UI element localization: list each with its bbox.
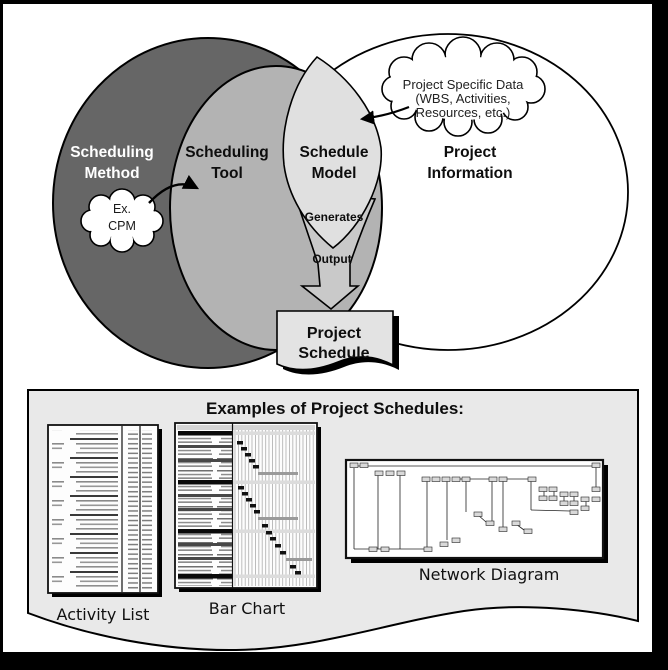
network-diagram-caption: Network Diagram	[419, 565, 560, 584]
scheduling-tool-label-line1: Scheduling	[185, 144, 269, 161]
venn-diagram: Scheduling Method Scheduling Tool Schedu…	[52, 33, 629, 369]
scheduling-tool-label-line2: Tool	[211, 165, 243, 182]
examples-title: Examples of Project Schedules:	[206, 399, 464, 418]
data-cloud-line1: Project Specific Data	[403, 77, 524, 92]
cpm-cloud-body	[82, 190, 162, 251]
schedule-model-label-line1: Schedule	[300, 144, 369, 161]
activity-list-textlines	[52, 430, 118, 589]
cpm-cloud-line1: Ex.	[113, 202, 131, 216]
bar-chart-caption: Bar Chart	[209, 599, 285, 618]
activity-list-col1	[124, 430, 138, 589]
cpm-cloud-line2: CPM	[108, 219, 136, 233]
schedule-model-label-line2: Model	[312, 165, 357, 182]
cpm-arrow	[148, 174, 200, 204]
output-label: Output	[312, 252, 351, 266]
document-label-line2: Schedule	[298, 345, 369, 362]
data-cloud-body	[383, 38, 544, 135]
network-panel	[344, 458, 605, 560]
activity-list-col2	[142, 430, 156, 589]
frame-left	[0, 0, 3, 670]
project-information-label-line2: Information	[427, 165, 512, 182]
frame-right	[652, 0, 668, 670]
activity-list-caption: Activity List	[57, 605, 150, 624]
bar-chart-thumbnail	[174, 422, 321, 592]
project-schedule-document: Project Schedule	[276, 310, 399, 375]
document-label-line1: Project	[307, 325, 362, 342]
scheduling-method-label-line2: Method	[84, 165, 139, 182]
bar-chart-header-band	[177, 425, 315, 430]
examples-banner: Examples of Project Schedules: Activity …	[27, 389, 639, 652]
bar-chart-grid	[232, 430, 315, 586]
frame-top	[0, 0, 668, 4]
scheduling-method-label-line1: Scheduling	[70, 144, 154, 161]
network-nodes	[349, 462, 601, 552]
activity-list-thumbnail	[47, 424, 162, 597]
data-cloud-line2: (WBS, Activities,	[415, 91, 510, 106]
data-cloud-line3: Resources, etc.)	[416, 105, 511, 120]
cpm-cloud: Ex. CPM	[80, 188, 164, 253]
generates-label: Generates	[305, 210, 364, 224]
project-specific-data-cloud: Project Specific Data (WBS, Activities, …	[381, 36, 546, 137]
network-diagram-thumbnail	[344, 458, 608, 563]
bar-chart-bars	[178, 431, 315, 579]
frame-bottom	[0, 652, 668, 670]
project-information-label-line1: Project	[444, 144, 497, 161]
document-shape	[276, 310, 394, 371]
project-data-arrow	[359, 105, 410, 125]
